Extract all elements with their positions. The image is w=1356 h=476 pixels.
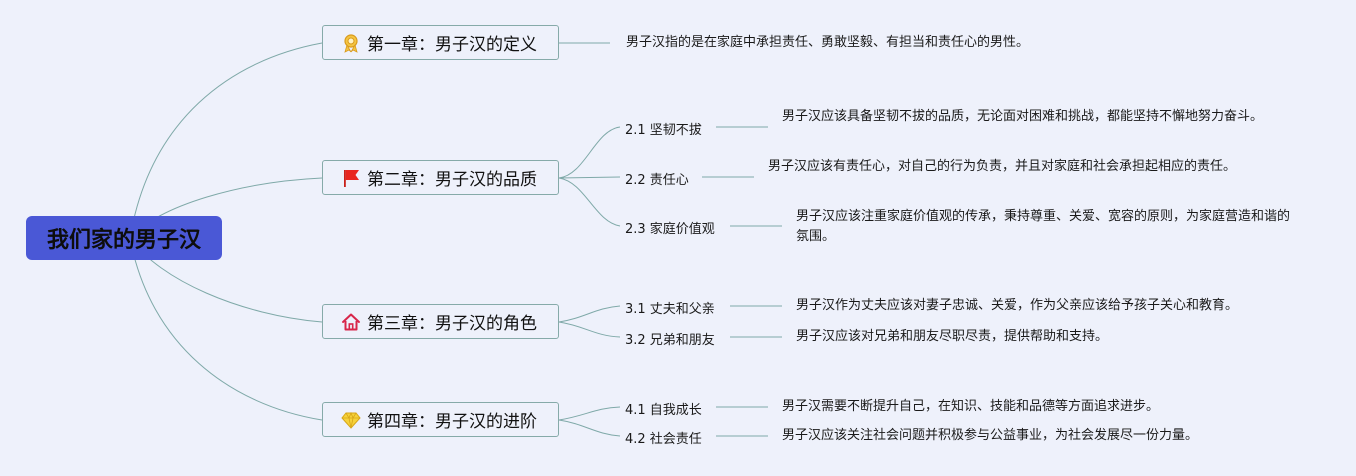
sub-2-3-description: 男子汉应该注重家庭价值观的传承，秉持尊重、关爱、宽容的原则，为家庭营造和谐的氛围… <box>796 209 1291 244</box>
chapter-4-label: 第四章：男子汉的进阶 <box>367 412 537 432</box>
sub-4-1-description: 男子汉需要不断提升自己，在知识、技能和品德等方面追求进步。 <box>782 399 1160 414</box>
root-topic[interactable]: 我们家的男子汉 <box>26 216 222 260</box>
diamond-icon <box>341 410 361 430</box>
sub-2-2-label[interactable]: 2.2 责任心 <box>625 173 689 188</box>
red-flag-icon <box>341 168 361 188</box>
sub-3-2-label[interactable]: 3.2 兄弟和朋友 <box>625 333 715 348</box>
chapter-1-topic[interactable]: 第一章：男子汉的定义 <box>322 25 559 60</box>
edge-chapter2-sub3 <box>558 177 621 227</box>
sub-2-2-description: 男子汉应该有责任心，对自己的行为负责，并且对家庭和社会承担起相应的责任。 <box>768 159 1237 174</box>
chapter-2-label: 第二章：男子汉的品质 <box>367 170 537 190</box>
chapter-1-description: 男子汉指的是在家庭中承担责任、勇敢坚毅、有担当和责任心的男性。 <box>626 35 1030 50</box>
sub-4-2-label[interactable]: 4.2 社会责任 <box>625 432 702 447</box>
sub-2-1-description: 男子汉应该具备坚韧不拔的品质，无论面对困难和挑战，都能坚持不懈地努力奋斗。 <box>782 109 1264 124</box>
sub-3-1-label[interactable]: 3.1 丈夫和父亲 <box>625 302 715 317</box>
chapter-3-label: 第三章：男子汉的角色 <box>367 314 537 334</box>
chapter-1-label: 第一章：男子汉的定义 <box>367 35 537 55</box>
chapter-3-topic[interactable]: 第三章：男子汉的角色 <box>322 304 559 339</box>
house-icon <box>341 312 361 332</box>
edge-chapter4-sub2 <box>558 419 621 437</box>
sub-2-1-label[interactable]: 2.1 坚韧不拔 <box>625 123 702 138</box>
root-topic-label: 我们家的男子汉 <box>46 228 201 253</box>
award-ribbon-icon <box>341 33 361 53</box>
sub-4-1-label[interactable]: 4.1 自我成长 <box>625 403 702 418</box>
sub-3-2-description: 男子汉应该对兄弟和朋友尽职尽责，提供帮助和支持。 <box>796 329 1109 344</box>
sub-2-3-label[interactable]: 2.3 家庭价值观 <box>625 222 715 237</box>
sub-3-1-description: 男子汉作为丈夫应该对妻子忠诚、关爱，作为父亲应该给予孩子关心和教育。 <box>796 298 1239 313</box>
edge-chapter3-sub2 <box>558 321 621 338</box>
edge-chapter2-sub1 <box>558 126 621 179</box>
edge-chapter3-sub1 <box>558 305 621 323</box>
sub-4-2-description: 男子汉应该关注社会问题并积极参与公益事业，为社会发展尽一份力量。 <box>782 428 1199 443</box>
chapter-4-topic[interactable]: 第四章：男子汉的进阶 <box>322 402 559 437</box>
edge-chapter4-sub1 <box>558 406 621 421</box>
edge-chapter2-sub2 <box>558 176 621 179</box>
edge-root-chapter4 <box>129 237 323 421</box>
chapter-2-topic[interactable]: 第二章：男子汉的品质 <box>322 160 559 195</box>
edge-root-chapter1 <box>129 42 323 239</box>
